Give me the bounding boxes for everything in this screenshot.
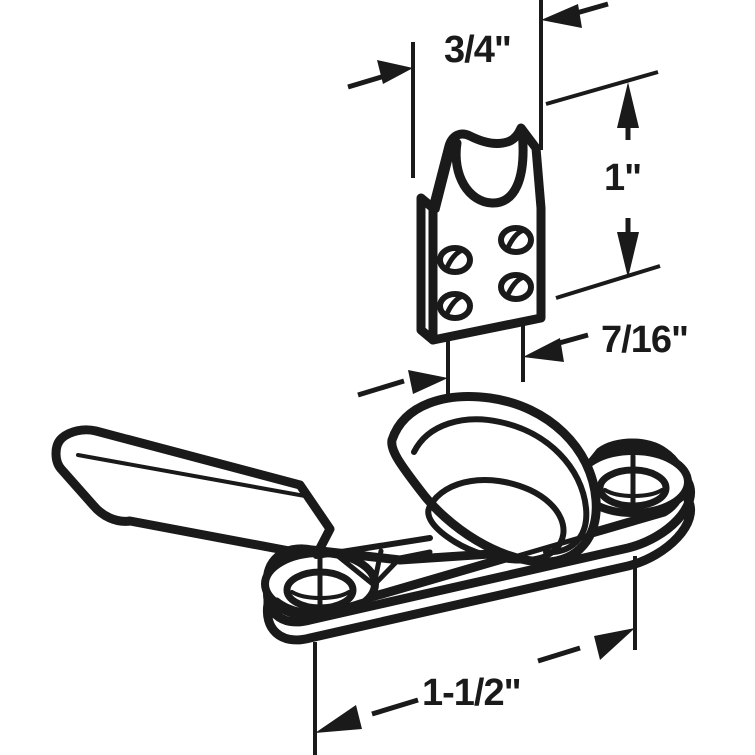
keeper-screw-hole-upper-left — [437, 245, 473, 275]
keeper-screw-hole-lower-left — [437, 291, 473, 321]
dimension-label-one-and-half-inch: 1-1/2" — [422, 672, 521, 714]
leader-line-keeper-bottom — [357, 378, 405, 398]
dimension-label-three-quarter-inch: 3/4" — [444, 29, 511, 71]
lock-lever-highlight — [76, 453, 307, 498]
dimension-group-one-inch: 1" — [545, 70, 661, 300]
dimension-group-one-and-half-inch: 1-1/2" — [313, 556, 637, 755]
lock-base-lower-edge — [262, 477, 695, 645]
keeper-plate-cam-notch — [451, 125, 528, 208]
sash-cam-lock-body — [51, 392, 695, 645]
arrowhead-icon-one-and-half-right — [594, 628, 635, 660]
leader-line-one-and-half-left — [371, 697, 419, 717]
arrowhead-icon-keeper-bottom — [408, 370, 448, 394]
lock-cam-stop-tab — [330, 548, 433, 588]
keeper-plate-inner-edge — [434, 152, 454, 213]
leader-line-one-and-half-right — [537, 645, 581, 664]
keeper-bottom-extension-lines — [357, 340, 450, 398]
arrowhead-icon-one-inch-down — [617, 232, 639, 278]
arrowhead-icon-one-and-half-left — [315, 705, 362, 733]
arrowhead-icon-one-inch-up — [617, 82, 639, 128]
arrowhead-icon-three-quarter-left — [377, 60, 413, 84]
lock-base-front-lip — [274, 515, 651, 614]
keeper-screw-hole-lower-right — [498, 272, 534, 302]
keeper-screw-holes — [437, 225, 534, 321]
extension-line-one-inch-bottom — [555, 264, 661, 300]
dimension-label-seven-sixteenths-inch: 7/16" — [601, 319, 688, 361]
keeper-strike-plate — [416, 123, 546, 345]
arrowhead-icon-three-quarter-right — [541, 4, 582, 28]
dimension-label-one-inch: 1" — [604, 157, 641, 199]
keeper-screw-hole-upper-right — [498, 225, 534, 255]
lock-screw-hole-right — [574, 447, 692, 517]
lock-lever-to-cam-link — [313, 535, 433, 559]
dimension-group-seven-sixteenths-inch: 7/16" — [521, 318, 689, 382]
extension-line-one-inch-top — [545, 70, 659, 106]
lock-cam-recess — [425, 477, 567, 564]
arrowhead-icon-seven-sixteenths — [523, 338, 564, 362]
dimension-group-three-quarter-inch: 3/4" — [347, 0, 609, 178]
